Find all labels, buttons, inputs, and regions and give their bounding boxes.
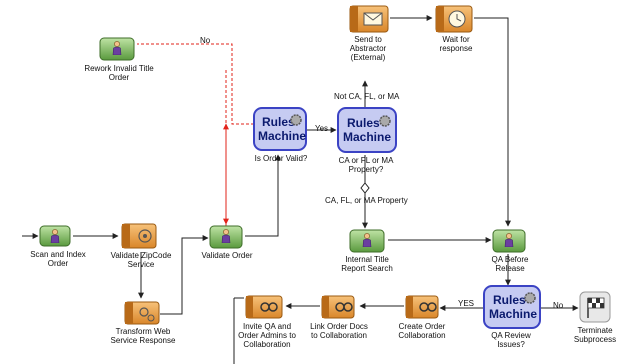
- label-create-collab: Create Order Collaboration: [398, 322, 446, 340]
- svg-text:Machine: Machine: [343, 130, 391, 144]
- label-validate-zip: Validate ZipCode Service: [110, 251, 172, 269]
- service-task-link-docs[interactable]: [321, 295, 355, 319]
- label-invite: Invite QA and Order Admins to Collaborat…: [238, 322, 296, 349]
- person-icon: [362, 233, 372, 247]
- svg-text:Rules: Rules: [262, 115, 295, 129]
- edge-label-no-rework: No: [200, 36, 211, 45]
- service-task-create-collab[interactable]: [405, 295, 439, 319]
- edge-wait-to-qa: [474, 17, 511, 227]
- person-icon: [50, 229, 60, 243]
- edge-transform-to-validate: [160, 235, 209, 315]
- gateway-diamond: [360, 182, 370, 194]
- label-qa-before: QA Before Release: [491, 255, 529, 273]
- rules-machine-property[interactable]: Rules Machine: [337, 107, 397, 153]
- label-scan-index: Scan and Index Order: [30, 250, 86, 268]
- rules-machine-order-valid[interactable]: Rules Machine: [253, 107, 307, 151]
- human-task-qa-before[interactable]: [492, 229, 526, 253]
- label-internal-search: Internal Title Report Search: [341, 255, 393, 273]
- label-rules1: Is Order Valid?: [254, 154, 308, 163]
- gear-icon: [138, 229, 152, 243]
- person-icon: [504, 233, 514, 247]
- edge-label-yes-qa: YES: [458, 299, 475, 308]
- edges: [22, 15, 579, 364]
- svg-text:Rules: Rules: [347, 116, 380, 130]
- label-rework: Rework Invalid Title Order: [84, 64, 154, 82]
- service-task-transform[interactable]: [124, 301, 160, 325]
- person-icon: [112, 41, 122, 55]
- human-task-scan-index[interactable]: [39, 225, 71, 247]
- label-transform: Transform Web Service Response: [110, 327, 176, 345]
- rules-machine-qa[interactable]: Rules Machine: [483, 285, 541, 329]
- label-wait: Wait for response: [439, 35, 473, 53]
- label-rules2: CA or FL or MA Property?: [338, 156, 394, 174]
- human-task-rework[interactable]: [99, 37, 135, 61]
- gear-icon: [139, 307, 149, 317]
- gear-icon: [379, 115, 391, 127]
- label-validate-order: Validate Order: [201, 251, 253, 260]
- edge-label-ca-fl-ma: CA, FL, or MA Property: [325, 196, 408, 205]
- svg-text:Machine: Machine: [489, 307, 537, 321]
- gear-icon: [524, 292, 536, 304]
- edge-label-not-ca: Not CA, FL, or MA: [334, 92, 400, 101]
- label-rules3: QA Review Issues?: [491, 331, 531, 349]
- service-task-send-abstractor[interactable]: [349, 5, 389, 33]
- service-task-wait[interactable]: [435, 5, 473, 33]
- person-icon: [221, 229, 231, 243]
- service-task-validate-zip[interactable]: [121, 223, 157, 249]
- label-send-abstractor: Send to Abstractor (External): [349, 35, 387, 62]
- svg-text:Machine: Machine: [258, 129, 306, 143]
- human-task-internal-search[interactable]: [349, 229, 385, 253]
- edge-label-yes-valid: Yes: [315, 124, 329, 133]
- edge-label-no-qa: No: [553, 301, 564, 310]
- label-link-docs: Link Order Docs to Collaboration: [310, 322, 368, 340]
- service-task-invite[interactable]: [245, 295, 283, 319]
- svg-text:Rules: Rules: [493, 293, 526, 307]
- gear-icon: [290, 114, 302, 126]
- human-task-validate-order[interactable]: [209, 225, 243, 249]
- label-terminate: Terminate Subprocess: [573, 326, 617, 344]
- edge-rework-loop: [137, 43, 254, 226]
- edge-validate-to-rules1: [245, 154, 281, 237]
- terminate-node[interactable]: [579, 291, 611, 323]
